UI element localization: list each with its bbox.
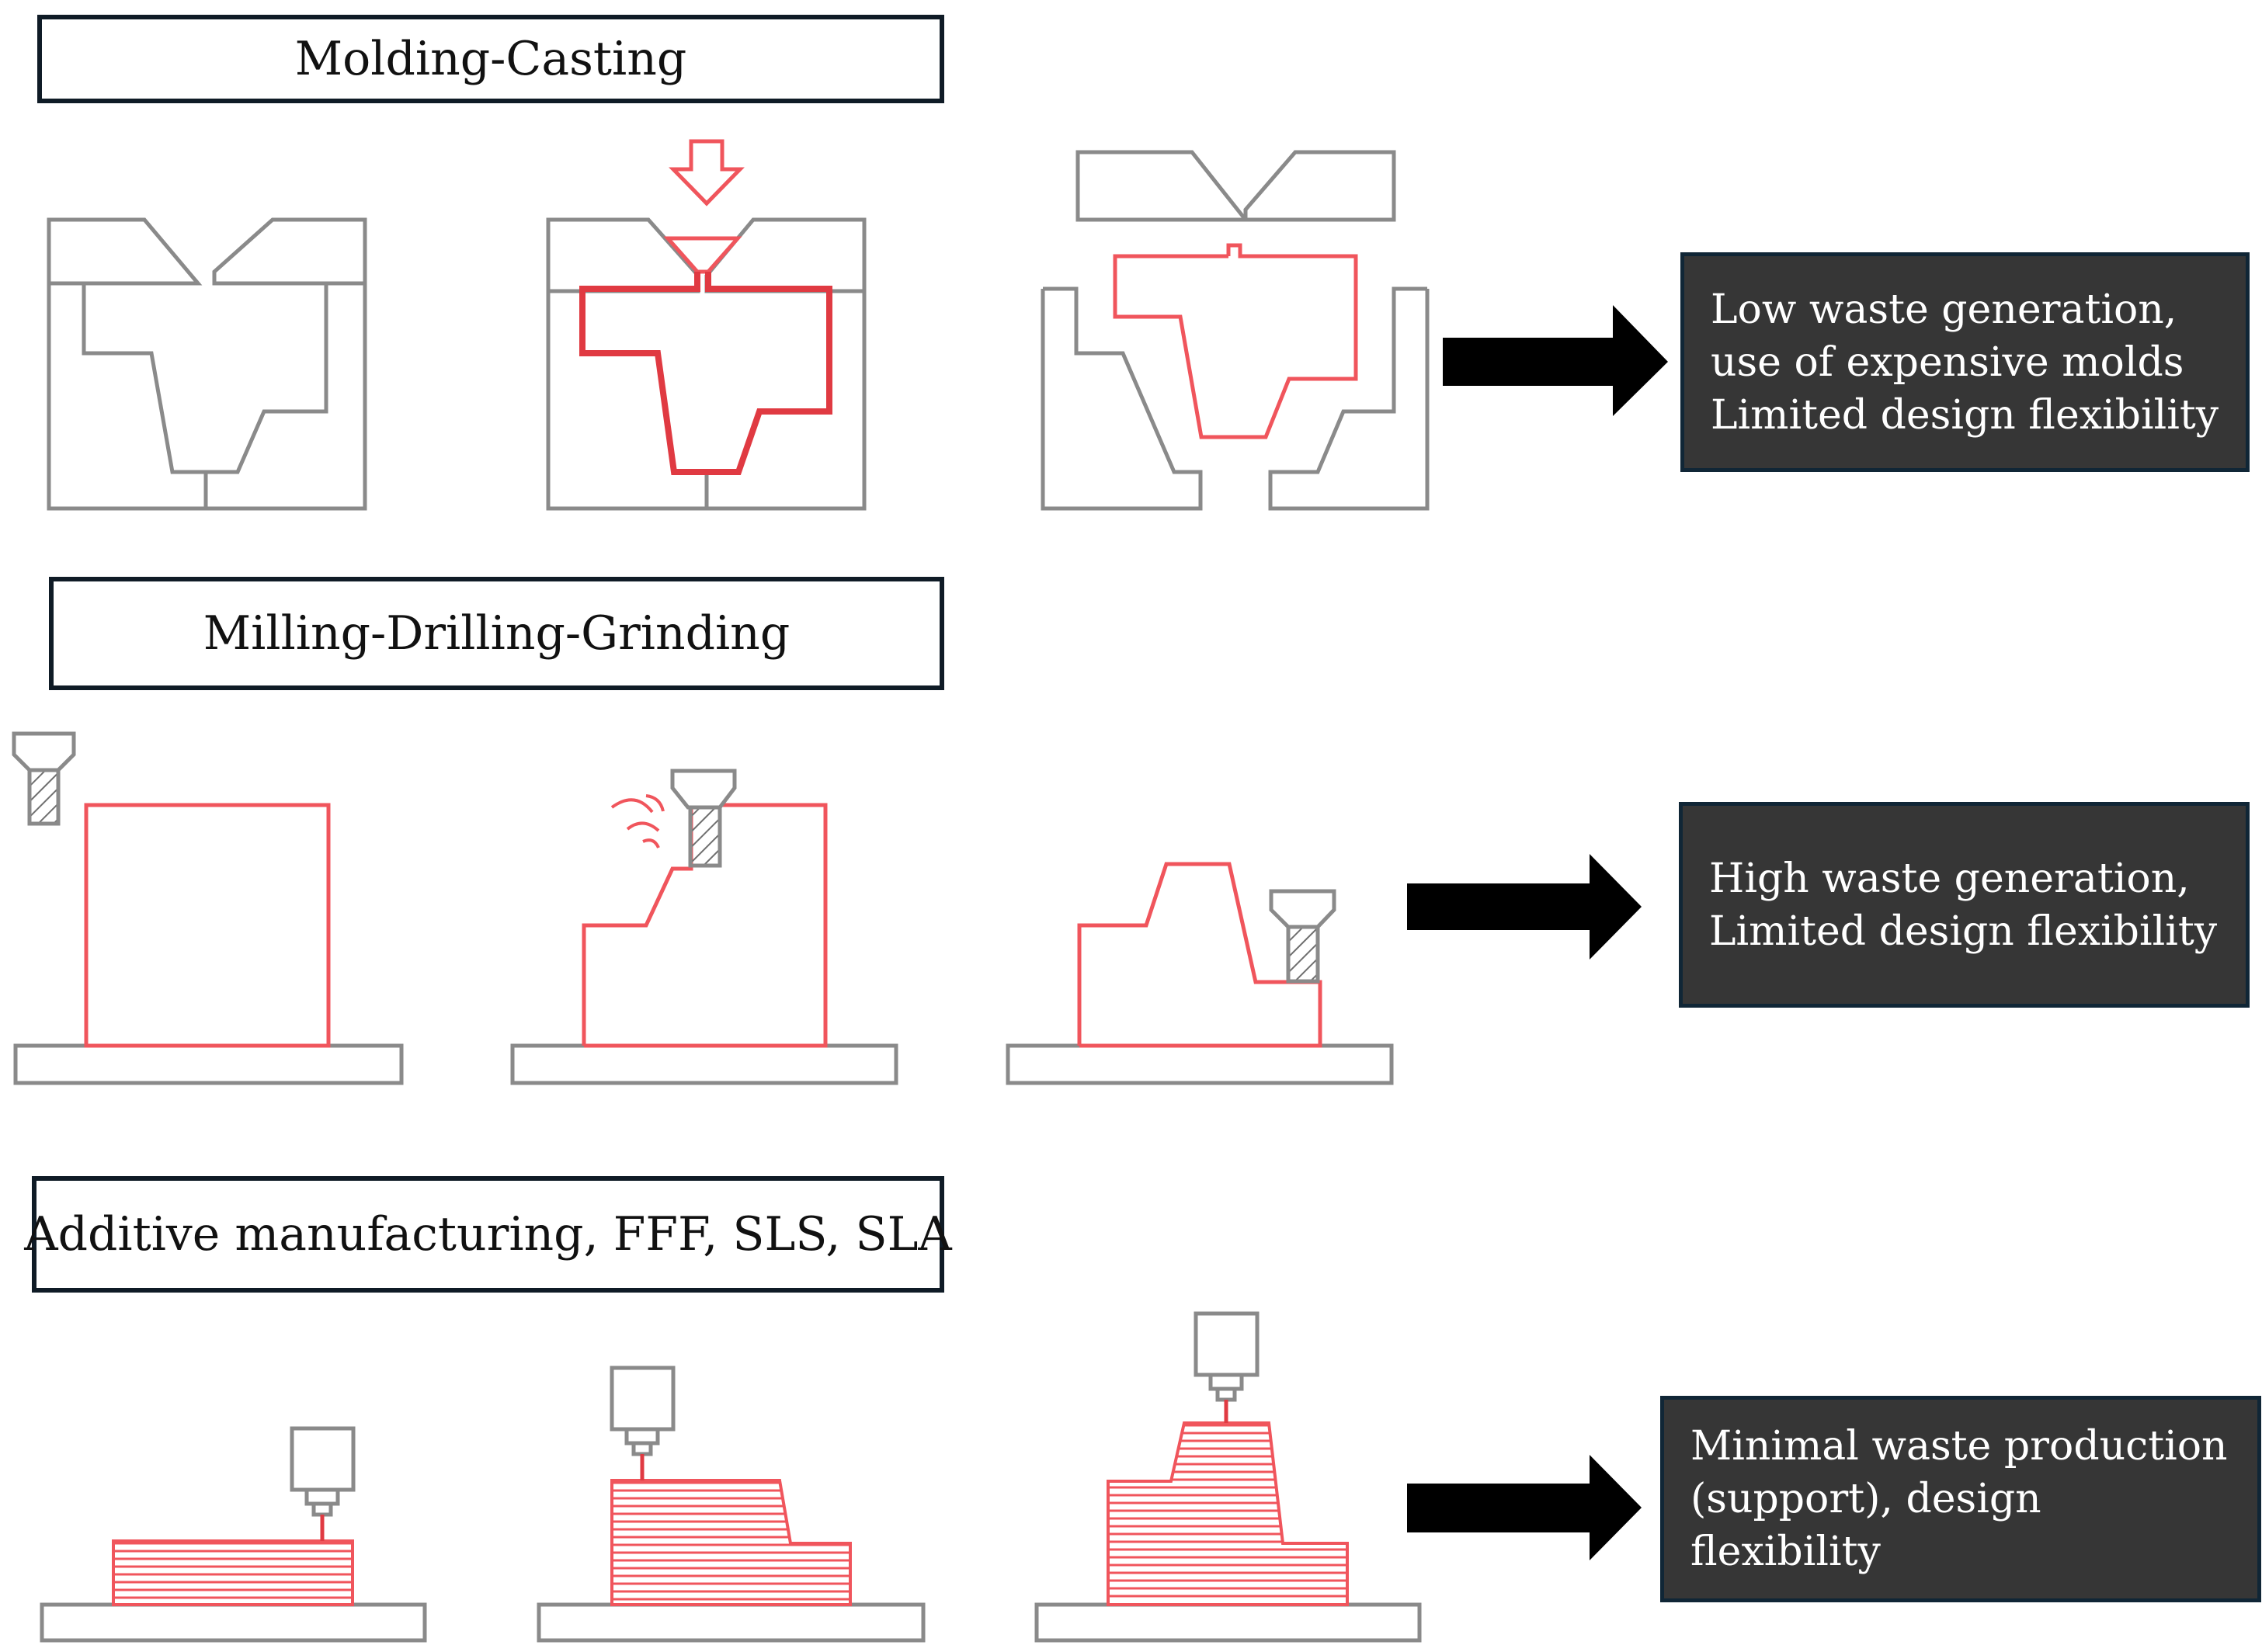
molding-mold-opened [1041, 150, 1430, 511]
molding-mold-filled [546, 139, 867, 511]
molding-result-line: use of expensive molds [1711, 338, 2184, 386]
milling-stage-1 [12, 731, 404, 1085]
end-mill-icon [670, 769, 737, 868]
milling-stage-2 [510, 769, 898, 1085]
additive-result-line: Minimal waste production [1690, 1423, 2228, 1470]
molding-result-line: Limited design flexibility [1711, 391, 2219, 439]
molding-result-line: Low waste generation, [1711, 286, 2177, 333]
additive-stage-2 [537, 1366, 926, 1643]
additive-title: Additive manufacturing, FFF, SLS, SLA [24, 1176, 952, 1293]
milling-title: Milling-Drilling-Grinding [49, 577, 944, 690]
molding-mold-empty [47, 217, 367, 511]
molding-result-box: Low waste generation, use of expensive m… [1680, 252, 2250, 472]
molding-title: Molding-Casting [37, 15, 944, 103]
additive-result-arrow [1407, 1455, 1642, 1560]
milling-result-box: High waste generation, Limited design fl… [1679, 802, 2250, 1008]
additive-stage-3 [1034, 1311, 1422, 1643]
additive-result-box: Minimal waste production (support), desi… [1660, 1396, 2261, 1602]
milling-result-line: Limited design flexibility [1709, 908, 2218, 955]
pour-arrow-icon [669, 139, 745, 206]
additive-result-line: (support), design [1690, 1476, 2041, 1522]
print-layers [115, 1424, 1346, 1601]
milling-result-arrow [1407, 854, 1642, 960]
additive-stage-1 [40, 1426, 427, 1643]
nozzle-icon [290, 1426, 356, 1517]
milling-result-line: High waste generation, [1709, 855, 2190, 902]
end-mill-icon [1269, 889, 1336, 984]
nozzle-icon [1194, 1311, 1260, 1402]
milling-stage-3 [1006, 862, 1394, 1085]
additive-result-line: flexibility [1690, 1529, 1881, 1575]
molding-result-arrow [1443, 305, 1668, 416]
chips-icon [610, 794, 665, 849]
nozzle-icon [610, 1366, 676, 1456]
end-mill-icon [12, 731, 76, 826]
